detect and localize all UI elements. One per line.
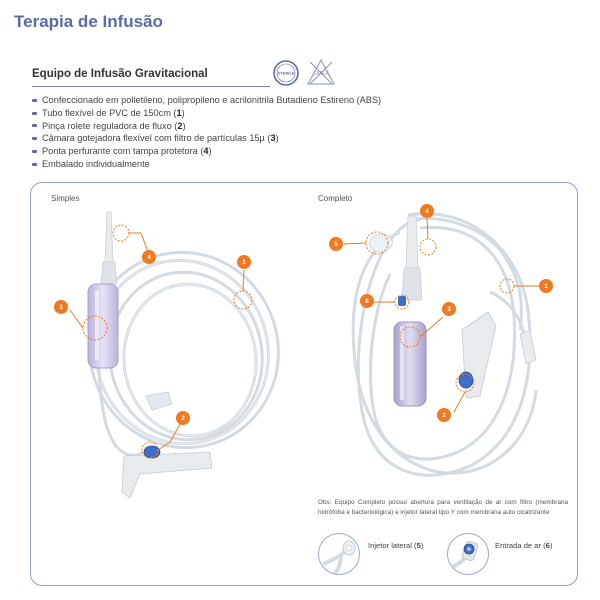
latex-free-badge-icon: LATEX (307, 58, 335, 85)
completo-tube-right (489, 290, 526, 335)
marker-4-simples: 4 (142, 250, 156, 264)
injetor-lateral-detail-image (318, 533, 360, 575)
simples-set-illustration (87, 211, 280, 499)
simples-tube-drop (97, 365, 144, 457)
simples-roller-clamp (121, 451, 213, 499)
injetor-lateral-label: Injetor lateral (5) (368, 541, 424, 550)
completo-set-illustration (351, 212, 538, 477)
feature-text: Confeccionado em polietileno, polipropil… (42, 95, 382, 105)
latex-badge-text: LATEX (313, 71, 329, 77)
svg-text:3: 3 (59, 305, 63, 311)
bullet-icon (32, 137, 37, 141)
svg-text:6: 6 (365, 299, 369, 305)
bullet-icon (32, 124, 37, 128)
page-title: Terapia de Infusão (14, 12, 163, 31)
variant-label-completo: Completo (318, 194, 353, 203)
bullet-icon (32, 111, 37, 115)
marker-3-simples: 3 (54, 300, 68, 314)
product-panel (30, 182, 578, 586)
marker-4-completo: 4 (420, 204, 434, 218)
feature-ref: 4 (203, 146, 209, 157)
feature-item: Câmara gotejadora flexível com filtro de… (32, 132, 381, 145)
svg-text:2: 2 (181, 416, 185, 422)
bullet-icon (32, 162, 37, 166)
simples-spike (104, 211, 114, 263)
svg-text:3: 3 (447, 307, 451, 313)
feature-text: Pinça rolete reguladora de fluxo (42, 120, 172, 131)
marker-2-simples: 2 (176, 411, 190, 425)
marker-1-completo: 1 (539, 279, 553, 293)
variant-label-simples: Simples (51, 194, 80, 203)
svg-text:1: 1 (242, 260, 246, 266)
bullet-icon (32, 150, 37, 154)
svg-text:5: 5 (334, 242, 338, 248)
feature-item: Embalado individualmente (32, 158, 381, 171)
feature-text: Câmara gotejadora flexível com filtro de… (42, 133, 265, 144)
entrada-de-ar-label: Entrada de ar (6) (495, 541, 553, 550)
feature-item: Ponta perfurante com tampa protetora (4) (32, 145, 381, 158)
completo-luer-end (519, 329, 537, 365)
callout-markers (69, 217, 540, 459)
air-vent-detail-icon (449, 540, 479, 570)
product-title: Equipo de Infusão Gravitacional (32, 68, 208, 80)
marker-1-simples: 1 (237, 255, 251, 269)
completo-spike (405, 215, 419, 269)
feature-text: Tubo flexível de PVC de 150cm (42, 107, 171, 118)
bullet-icon (32, 98, 37, 102)
simples-luer-connector (145, 391, 173, 411)
completo-y-injector (369, 233, 393, 253)
feature-item: Pinça rolete reguladora de fluxo (2) (32, 120, 381, 133)
feature-ref: 1 (176, 107, 182, 118)
marker-6-completo: 6 (360, 294, 374, 308)
feature-text: Ponta perfurante com tampa protetora (42, 146, 198, 157)
y-injector-detail-icon (322, 540, 356, 574)
svg-text:2: 2 (442, 413, 446, 419)
feature-item: Tubo flexível de PVC de 150cm (1) (32, 107, 381, 120)
simples-drip-chamber (87, 283, 119, 369)
observation-note: Obs: Equipo Completo possui abertura par… (318, 499, 568, 516)
svg-text:4: 4 (425, 209, 429, 215)
svg-text:4: 4 (147, 255, 151, 261)
feature-ref: 2 (177, 120, 183, 131)
entrada-de-ar-detail-image (447, 533, 489, 575)
feature-list: Confeccionado em polietileno, polipropil… (32, 94, 381, 171)
sterile-badge-text: STERILE (278, 71, 295, 76)
marker-5-completo: 5 (329, 237, 343, 251)
marker-3-completo: 3 (442, 302, 456, 316)
title-underline (32, 86, 270, 87)
sterile-badge-icon: STERILE (273, 60, 299, 86)
svg-text:1: 1 (544, 284, 548, 290)
completo-drip-chamber (393, 321, 427, 407)
marker-2-completo: 2 (437, 408, 451, 422)
feature-text: Embalado individualmente (42, 158, 150, 169)
feature-ref: 3 (270, 133, 276, 144)
feature-item: Confeccionado em polietileno, polipropil… (32, 94, 381, 107)
